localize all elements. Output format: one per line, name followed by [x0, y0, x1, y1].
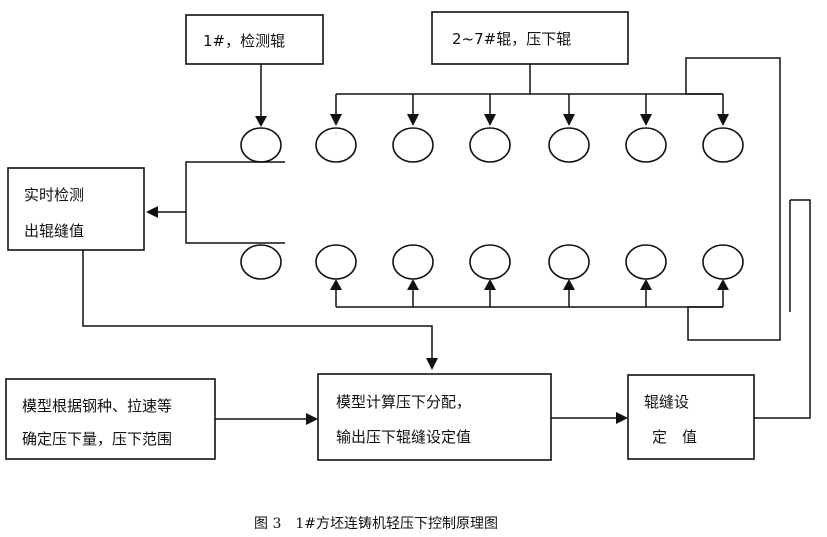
detect-roll-box — [185, 14, 324, 65]
roll-6-top — [625, 127, 667, 163]
roll-3-top — [392, 127, 434, 163]
press-rolls-label: 2~7#辊，压下辊 — [452, 30, 571, 48]
gap-set-box — [627, 374, 755, 460]
realtime-to-calc-connector — [82, 250, 433, 358]
top-rolls — [240, 127, 744, 163]
roll-3-bottom — [392, 244, 434, 280]
realtime-detect-box — [7, 167, 145, 251]
press-rolls-box — [431, 11, 629, 65]
model-basis-box — [5, 378, 216, 460]
model-calc-box — [317, 373, 552, 461]
model-basis-line1: 模型根据钢种、拉速等 — [22, 397, 172, 415]
feedback-loop — [685, 57, 781, 341]
realtime-to-calc-arrowhead — [426, 358, 438, 370]
roll-1-top — [240, 127, 282, 163]
gap-set-line2: 定 值 — [652, 428, 697, 446]
roll-4-bottom — [469, 244, 511, 280]
roll-2-top — [315, 127, 357, 163]
roll-7-top — [702, 127, 744, 163]
realtime-label-line1: 实时检测 — [24, 186, 84, 204]
roll-7-bottom — [702, 244, 744, 280]
basis-to-calc-arrowhead — [306, 413, 318, 425]
bottom-roll-arrows — [330, 279, 729, 307]
roll-2-bottom — [315, 244, 357, 280]
bottom-rolls — [240, 244, 744, 280]
detect-roll-label: 1#，检测辊 — [203, 32, 285, 50]
strand-bracket — [185, 161, 285, 244]
model-basis-line2: 确定压下量，压下范围 — [22, 430, 172, 448]
detect-roll-arrowhead — [255, 116, 267, 127]
roll-6-bottom — [625, 244, 667, 280]
roll-5-top — [548, 127, 590, 163]
roll-5-bottom — [548, 244, 590, 280]
gapset-feedback-line — [754, 199, 811, 419]
gap-set-line1: 辊缝设 — [644, 393, 689, 411]
model-calc-line2: 输出压下辊缝设定值 — [336, 428, 471, 446]
roll-4-top — [469, 127, 511, 163]
strand-to-realtime-arrowhead — [146, 206, 158, 218]
calc-to-gapset-arrowhead — [616, 412, 628, 424]
realtime-label-line2: 出辊缝值 — [24, 222, 84, 240]
figure-caption: 图 3 1#方坯连铸机轻压下控制原理图 — [254, 516, 498, 532]
roll-1-bottom — [240, 244, 282, 280]
model-calc-line1: 模型计算压下分配， — [336, 393, 471, 411]
top-roll-arrows — [330, 94, 729, 126]
